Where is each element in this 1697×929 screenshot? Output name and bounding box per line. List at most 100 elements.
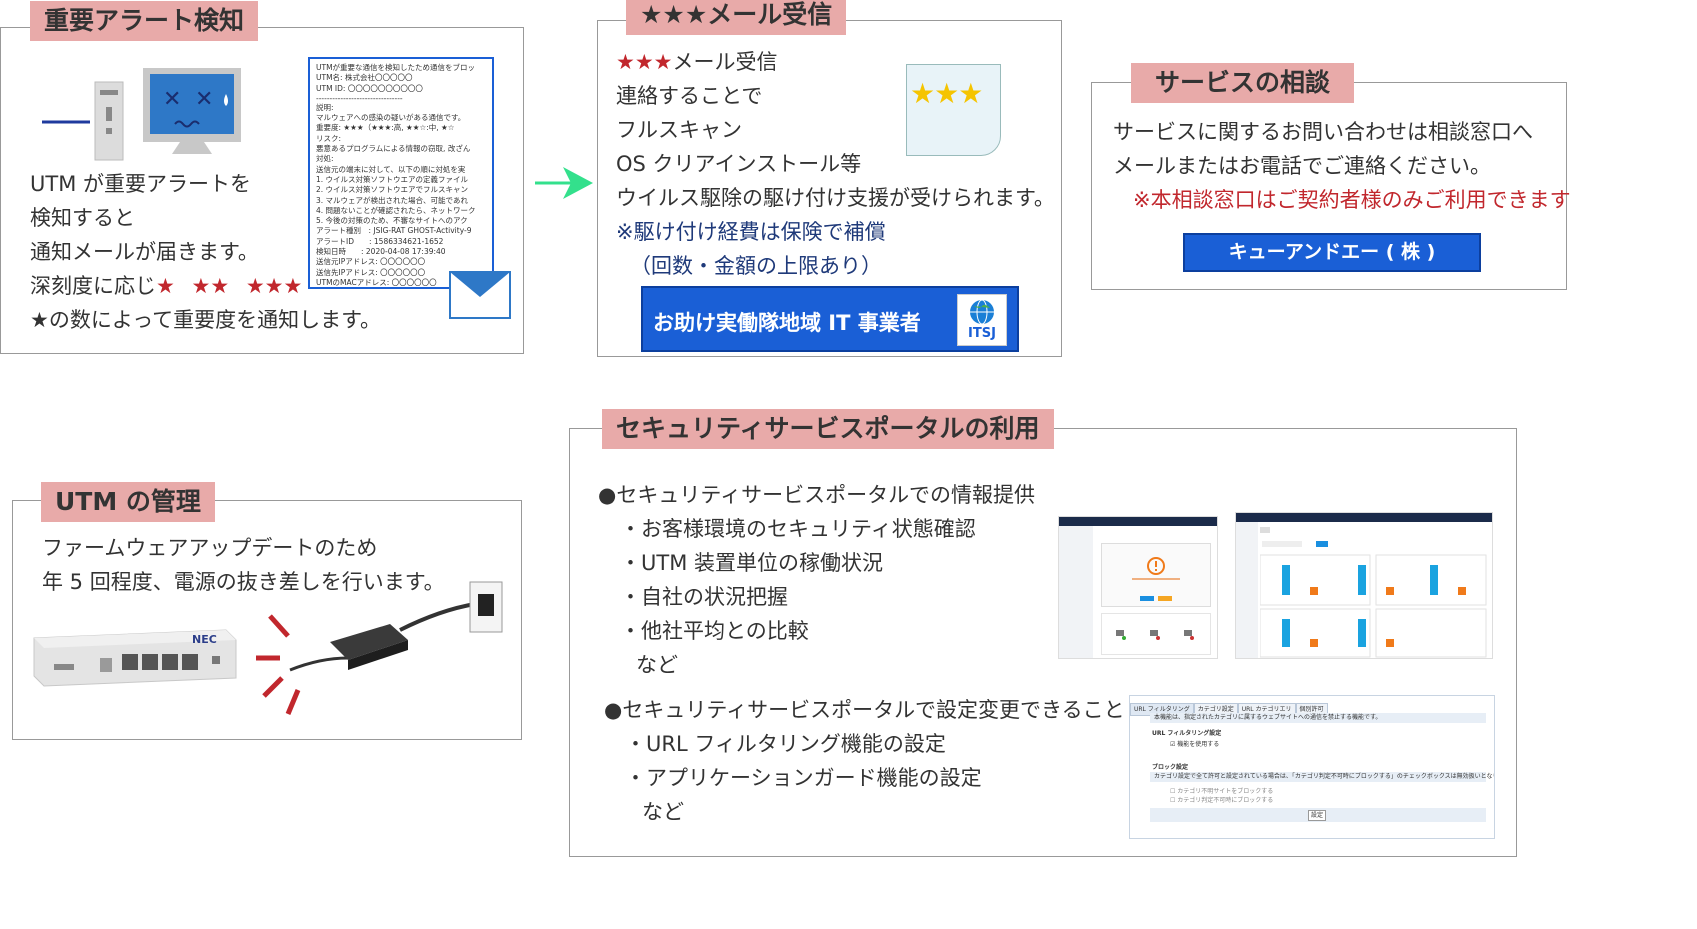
email-line: 重要度: ★★★（★★★:高, ★★☆:中, ★☆ <box>316 123 455 133</box>
email-line: UTMが重要な通信を検知したため通信をブロッ <box>316 63 476 72</box>
svg-text:✕: ✕ <box>195 87 213 112</box>
email-line: 4. 問題ないことが確認されたら、ネットワーク <box>316 205 476 215</box>
consult-note: ※本相談窓口はご契約者様のみご利用できます <box>1133 188 1571 212</box>
alert-last-line: ★の数によって重要度を通知します。 <box>30 308 382 332</box>
flow-arrow <box>535 167 593 199</box>
mail-first-text: メール受信 <box>672 50 778 74</box>
portal-status-screenshot <box>1058 516 1218 659</box>
settings-info-text-2: カテゴリ設定で全て許可と設定されている場合は、「カテゴリ判定不可時にブロックする… <box>1154 773 1495 780</box>
crashed-computer-icon: ✕ ✕ <box>42 68 241 161</box>
severity-line: 深刻度に応じ★ ★★ ★★★ <box>30 268 302 304</box>
email-line: UTMのMACアドレス: 〇〇〇〇〇〇 <box>316 277 437 287</box>
utm-brand-label: NEC <box>192 633 217 646</box>
email-line: 送信先IPアドレス: 〇〇〇〇〇〇 <box>316 267 426 277</box>
utm-panel <box>12 500 522 740</box>
globe-icon <box>970 299 994 325</box>
mail-line-1: 連絡することで <box>616 84 763 108</box>
email-line: 送信元の端末に対して、以下の順に対処を実 <box>316 164 466 174</box>
status-card <box>1101 543 1211 607</box>
portal-item-2: ・UTM 装置単位の稼働状況 <box>620 551 883 575</box>
alert-panel-title: 重要アラート検知 <box>30 1 259 41</box>
email-line: アラートID : 1586334621-1652 <box>316 236 444 246</box>
settings-check-enable[interactable]: ☑ 機能を使用する <box>1170 741 1220 748</box>
utm-appliance-image <box>33 629 237 687</box>
portal-panel-title: セキュリティサービスポータルの利用 <box>602 409 1054 449</box>
qanda-label: キューアンドエー ( 株 ) <box>1228 241 1436 263</box>
qanda-button[interactable]: キューアンドエー ( 株 ) <box>1183 233 1481 272</box>
severity-star-3: ★★★ <box>245 274 303 298</box>
consult-line-1: サービスに関するお問い合わせは相談窓口へ <box>1113 120 1533 144</box>
portal-item-5: ・URL フィルタリング機能の設定 <box>625 732 946 756</box>
consult-line-2: メールまたはお電話でご連絡ください。 <box>1113 154 1491 178</box>
portal-section-2: ●セキュリティサービスポータルで設定変更できること <box>604 698 1125 722</box>
email-line: 悪意あるプログラムによる情報の窃取, 改ざん <box>316 144 471 154</box>
device-list <box>1101 613 1211 655</box>
mail-note-2: （回数・金額の上限あり） <box>630 254 882 278</box>
email-line: UTM ID: 〇〇〇〇〇〇〇〇〇〇 <box>316 83 423 93</box>
portal-item-3: ・自社の状況把握 <box>620 585 788 609</box>
three-star-card: ★★★ <box>906 64 1001 156</box>
device-icons <box>1116 630 1194 640</box>
screenshot-header-bar <box>1059 517 1217 526</box>
settings-section-url-filter: URL フィルタリング設定 <box>1152 730 1222 737</box>
portal-chart-screenshot <box>1235 512 1493 659</box>
settings-check-unknown-label: カテゴリ不明サイトをブロックする <box>1177 788 1274 795</box>
three-star-card-stars: ★★★ <box>910 77 983 110</box>
email-line: リスク: <box>316 133 342 143</box>
settings-check-undetermined[interactable]: ☐ カテゴリ判定不可時にブロックする <box>1170 797 1274 804</box>
email-line: 1. ウイルス対策ソフトウエアの定義ファイル <box>316 174 469 184</box>
email-line: 検知日時 : 2020-04-08 17:39:40 <box>316 247 446 257</box>
email-line: 5. 今後の対策のため、不審なサイトへのアク <box>316 216 468 226</box>
email-line: 3. マルウェアが検出された場合、可能であれ <box>316 195 468 205</box>
power-cycle-illustration <box>256 581 503 715</box>
mail-panel-title: ★★★メール受信 <box>626 0 847 35</box>
portal-item-1: ・お客様環境のセキュリティ状態確認 <box>620 517 976 541</box>
email-line: -------------------------------- <box>316 93 403 103</box>
settings-tab-4[interactable]: 個別許可 <box>1295 703 1328 716</box>
portal-item-6: ・アプリケーションガード機能の設定 <box>625 766 982 790</box>
utm-line-1: ファームウェアアップデートのため <box>42 536 378 560</box>
consult-panel-title: サービスの相談 <box>1131 63 1355 103</box>
local-it-vendor-label: お助け実働隊地域 IT 事業者 <box>653 311 921 335</box>
email-line: 送信元IPアドレス: 〇〇〇〇〇〇 <box>316 257 426 267</box>
email-line: 説明: <box>316 102 334 112</box>
portal-section-1: ●セキュリティサービスポータルでの情報提供 <box>598 483 1036 507</box>
email-line: アラート種別 : JSIG-RAT GHOST-Activity-9 <box>316 226 472 236</box>
screenshot-side-nav <box>1059 526 1093 658</box>
alert-line-3: 通知メールが届きます。 <box>30 240 259 264</box>
local-it-vendor-button[interactable]: お助け実働隊地域 IT 事業者 ITSJ <box>641 286 1019 352</box>
email-line: 対処: <box>316 154 334 164</box>
settings-check-enable-label: 機能を使用する <box>1177 741 1220 748</box>
mail-first-stars: ★★★ <box>616 50 673 74</box>
itsj-logo: ITSJ <box>957 294 1007 346</box>
screenshot2-header-bar <box>1236 513 1492 522</box>
svg-text:✕: ✕ <box>163 87 181 112</box>
email-line: UTM名: 株式会社〇〇〇〇〇 <box>316 73 413 83</box>
itsj-logo-text: ITSJ <box>968 326 996 341</box>
settings-submit-button[interactable]: 設定 <box>1308 810 1326 821</box>
mini-bar-charts <box>1260 527 1487 658</box>
settings-check-undetermined-label: カテゴリ判定不可時にブロックする <box>1177 797 1274 804</box>
settings-info-bar-2 <box>1150 772 1486 782</box>
alert-line-1: UTM が重要アラートを <box>30 172 251 196</box>
settings-info-bar <box>1150 713 1486 723</box>
settings-info-text: 本機能は、指定されたカテゴリに属するウェブサイトへの通信を禁止する機能です。 <box>1154 714 1382 721</box>
settings-section-block: ブロック設定 <box>1152 764 1189 771</box>
warning-icon <box>1132 557 1180 601</box>
severity-star-1: ★ <box>156 274 175 298</box>
portal-etc-1: など <box>636 653 678 677</box>
email-line: 2. ウイルス対策ソフトウエアでフルスキャン <box>316 185 469 195</box>
envelope-icon <box>449 271 511 319</box>
severity-prefix: 深刻度に応じ <box>30 274 156 298</box>
alert-line-2: 検知すると <box>30 206 135 230</box>
mail-first-line: ★★★メール受信 <box>616 44 777 80</box>
email-line: マルウェアへの感染の疑いがある通信です。 <box>316 113 466 123</box>
settings-check-unknown[interactable]: ☐ カテゴリ不明サイトをブロックする <box>1170 788 1274 795</box>
mail-line-3: OS クリアインストール等 <box>616 152 862 176</box>
mail-line-2: フルスキャン <box>616 118 742 142</box>
severity-star-2: ★★ <box>191 274 230 298</box>
